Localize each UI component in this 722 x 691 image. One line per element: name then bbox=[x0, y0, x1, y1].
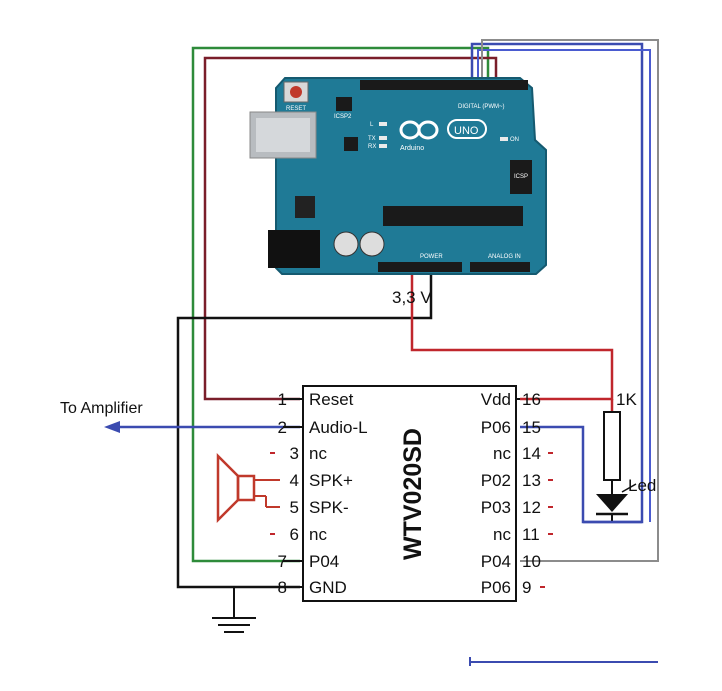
arduino-logo-icon bbox=[399, 119, 487, 140]
power-text: POWER bbox=[420, 254, 443, 260]
pin-label: Vdd bbox=[481, 390, 511, 409]
pin-number: 14 bbox=[522, 444, 541, 463]
wire-gray-p04 bbox=[481, 39, 659, 562]
resistor bbox=[603, 411, 621, 481]
pin-label: Reset bbox=[309, 390, 354, 409]
pin-label: nc bbox=[309, 444, 327, 463]
right-pin-group: Vdd 16 P06 15 nc 14 P02 13 P03 12 nc 11 bbox=[481, 390, 553, 597]
rx-text: RX bbox=[368, 144, 376, 150]
voltage-label: 3,3 V bbox=[392, 288, 432, 307]
ground-symbol-icon bbox=[212, 587, 256, 633]
pin-label: SPK- bbox=[309, 498, 349, 517]
chip-name: WTV020SD bbox=[399, 428, 427, 560]
pin-number: 9 bbox=[522, 578, 531, 597]
pin-label: P06 bbox=[481, 418, 511, 437]
pin-number: 16 bbox=[522, 390, 541, 409]
wtv020sd-chip bbox=[302, 385, 517, 602]
pin-row-right: P02 13 bbox=[481, 471, 553, 490]
arduino-uno-board: UNO Arduino RESET ICSP2 DIGITAL (PWM~) P… bbox=[249, 77, 547, 275]
amplifier-label: To Amplifier bbox=[60, 400, 143, 417]
pin-number: 1 bbox=[278, 390, 287, 409]
atmega-chip bbox=[383, 206, 523, 226]
pin-label: P02 bbox=[481, 471, 511, 490]
pin-row-left: 7 P04 bbox=[278, 552, 340, 571]
wire-blue-arduino bbox=[477, 49, 651, 522]
pin-row-left: 5 SPK- bbox=[270, 498, 349, 517]
pin-number: 3 bbox=[290, 444, 299, 463]
power-header bbox=[378, 262, 462, 272]
pin-label: nc bbox=[493, 444, 511, 463]
pin-number: 13 bbox=[522, 471, 541, 490]
pin-row-right: P06 9 bbox=[481, 578, 545, 597]
pin-row-right: P06 15 bbox=[481, 418, 541, 437]
pin-row-right: nc 14 bbox=[493, 444, 553, 463]
pin-number: 8 bbox=[278, 578, 287, 597]
pin-label: nc bbox=[309, 525, 327, 544]
pin-number: 4 bbox=[290, 471, 299, 490]
l-text: L bbox=[370, 122, 374, 128]
pin-number: 10 bbox=[522, 552, 541, 571]
arrow-left-icon bbox=[104, 421, 120, 433]
pin-number: 12 bbox=[522, 498, 541, 517]
pin-label: nc bbox=[493, 525, 511, 544]
pin-label: P04 bbox=[481, 552, 511, 571]
pin-label: P03 bbox=[481, 498, 511, 517]
pin-row-left: 8 GND bbox=[278, 578, 347, 597]
pin-number: 7 bbox=[278, 552, 287, 571]
pin-label: P06 bbox=[481, 578, 511, 597]
pin-row-left: 4 SPK+ bbox=[270, 471, 353, 490]
arduino-text: Arduino bbox=[400, 145, 424, 152]
analog-header bbox=[470, 262, 530, 272]
pin-number: 15 bbox=[522, 418, 541, 437]
icsp-text: ICSP bbox=[514, 174, 528, 180]
pin-number: 6 bbox=[290, 525, 299, 544]
digital-text: DIGITAL (PWM~) bbox=[458, 104, 505, 110]
led-label: Led bbox=[628, 476, 656, 495]
uno-text: UNO bbox=[454, 125, 479, 137]
pin-label: Audio-L bbox=[309, 418, 368, 437]
pin-number: 2 bbox=[278, 418, 287, 437]
pin-label: P04 bbox=[309, 552, 339, 571]
speaker-icon bbox=[216, 452, 280, 524]
on-text: ON bbox=[510, 137, 519, 143]
resistor-label: 1K bbox=[616, 390, 637, 409]
pin-row-left: 2 Audio-L bbox=[278, 418, 368, 437]
pin-number: 5 bbox=[290, 498, 299, 517]
icsp2-text: ICSP2 bbox=[334, 114, 352, 120]
left-pin-group: 1 Reset 2 Audio-L 3 nc 4 SPK+ 5 SPK- 6 n… bbox=[270, 390, 368, 597]
tx-text: TX bbox=[368, 136, 376, 142]
wire-black-gnd bbox=[176, 268, 433, 589]
pin-row-right: nc 11 bbox=[493, 525, 553, 544]
power-jack bbox=[268, 230, 320, 268]
pin-row-right: Vdd 16 bbox=[481, 390, 541, 409]
wire-red-reset bbox=[203, 56, 498, 401]
pin-row-left: 3 nc bbox=[270, 444, 327, 463]
reset-text: RESET bbox=[286, 106, 306, 112]
pin-number: 11 bbox=[522, 525, 540, 544]
led-diode-icon bbox=[583, 483, 642, 524]
digital-header bbox=[360, 80, 528, 90]
pin-label: GND bbox=[309, 578, 347, 597]
pin-row-left: 1 Reset bbox=[278, 390, 354, 409]
pin-label: SPK+ bbox=[309, 471, 353, 490]
pin-row-right: P03 12 bbox=[481, 498, 553, 517]
pin-row-right: P04 10 bbox=[481, 552, 541, 571]
pin-row-left: 6 nc bbox=[270, 525, 327, 544]
wire-red-vdd bbox=[410, 268, 614, 401]
analog-text: ANALOG IN bbox=[488, 254, 521, 260]
